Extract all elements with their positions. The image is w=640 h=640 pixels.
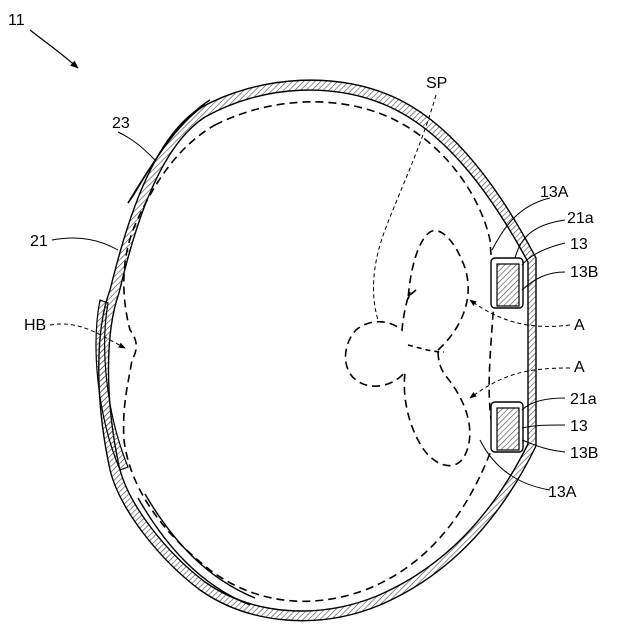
label-ref-11: 11 — [8, 12, 25, 29]
label-13a-bottom: 13A — [548, 484, 577, 501]
label-13-top: 13 — [570, 236, 588, 253]
label-space-sp: SP — [426, 75, 447, 92]
label-21a-top: 21a — [567, 210, 594, 227]
label-arrow-a-bottom: A — [574, 359, 585, 376]
label-body-hb: HB — [24, 317, 46, 334]
label-21a-bottom: 21a — [570, 391, 597, 408]
label-13a-top: 13A — [540, 184, 569, 201]
label-13b-top: 13B — [570, 264, 598, 281]
label-inner-wall-21: 21 — [30, 233, 48, 250]
label-13-bottom: 13 — [570, 418, 588, 435]
label-outer-wall-23: 23 — [112, 115, 130, 132]
block-13-top — [491, 258, 523, 308]
label-arrow-a-top: A — [574, 317, 585, 334]
block-13-bottom — [491, 402, 523, 452]
ref-11-arrow — [30, 30, 78, 68]
label-13b-bottom: 13B — [570, 445, 598, 462]
